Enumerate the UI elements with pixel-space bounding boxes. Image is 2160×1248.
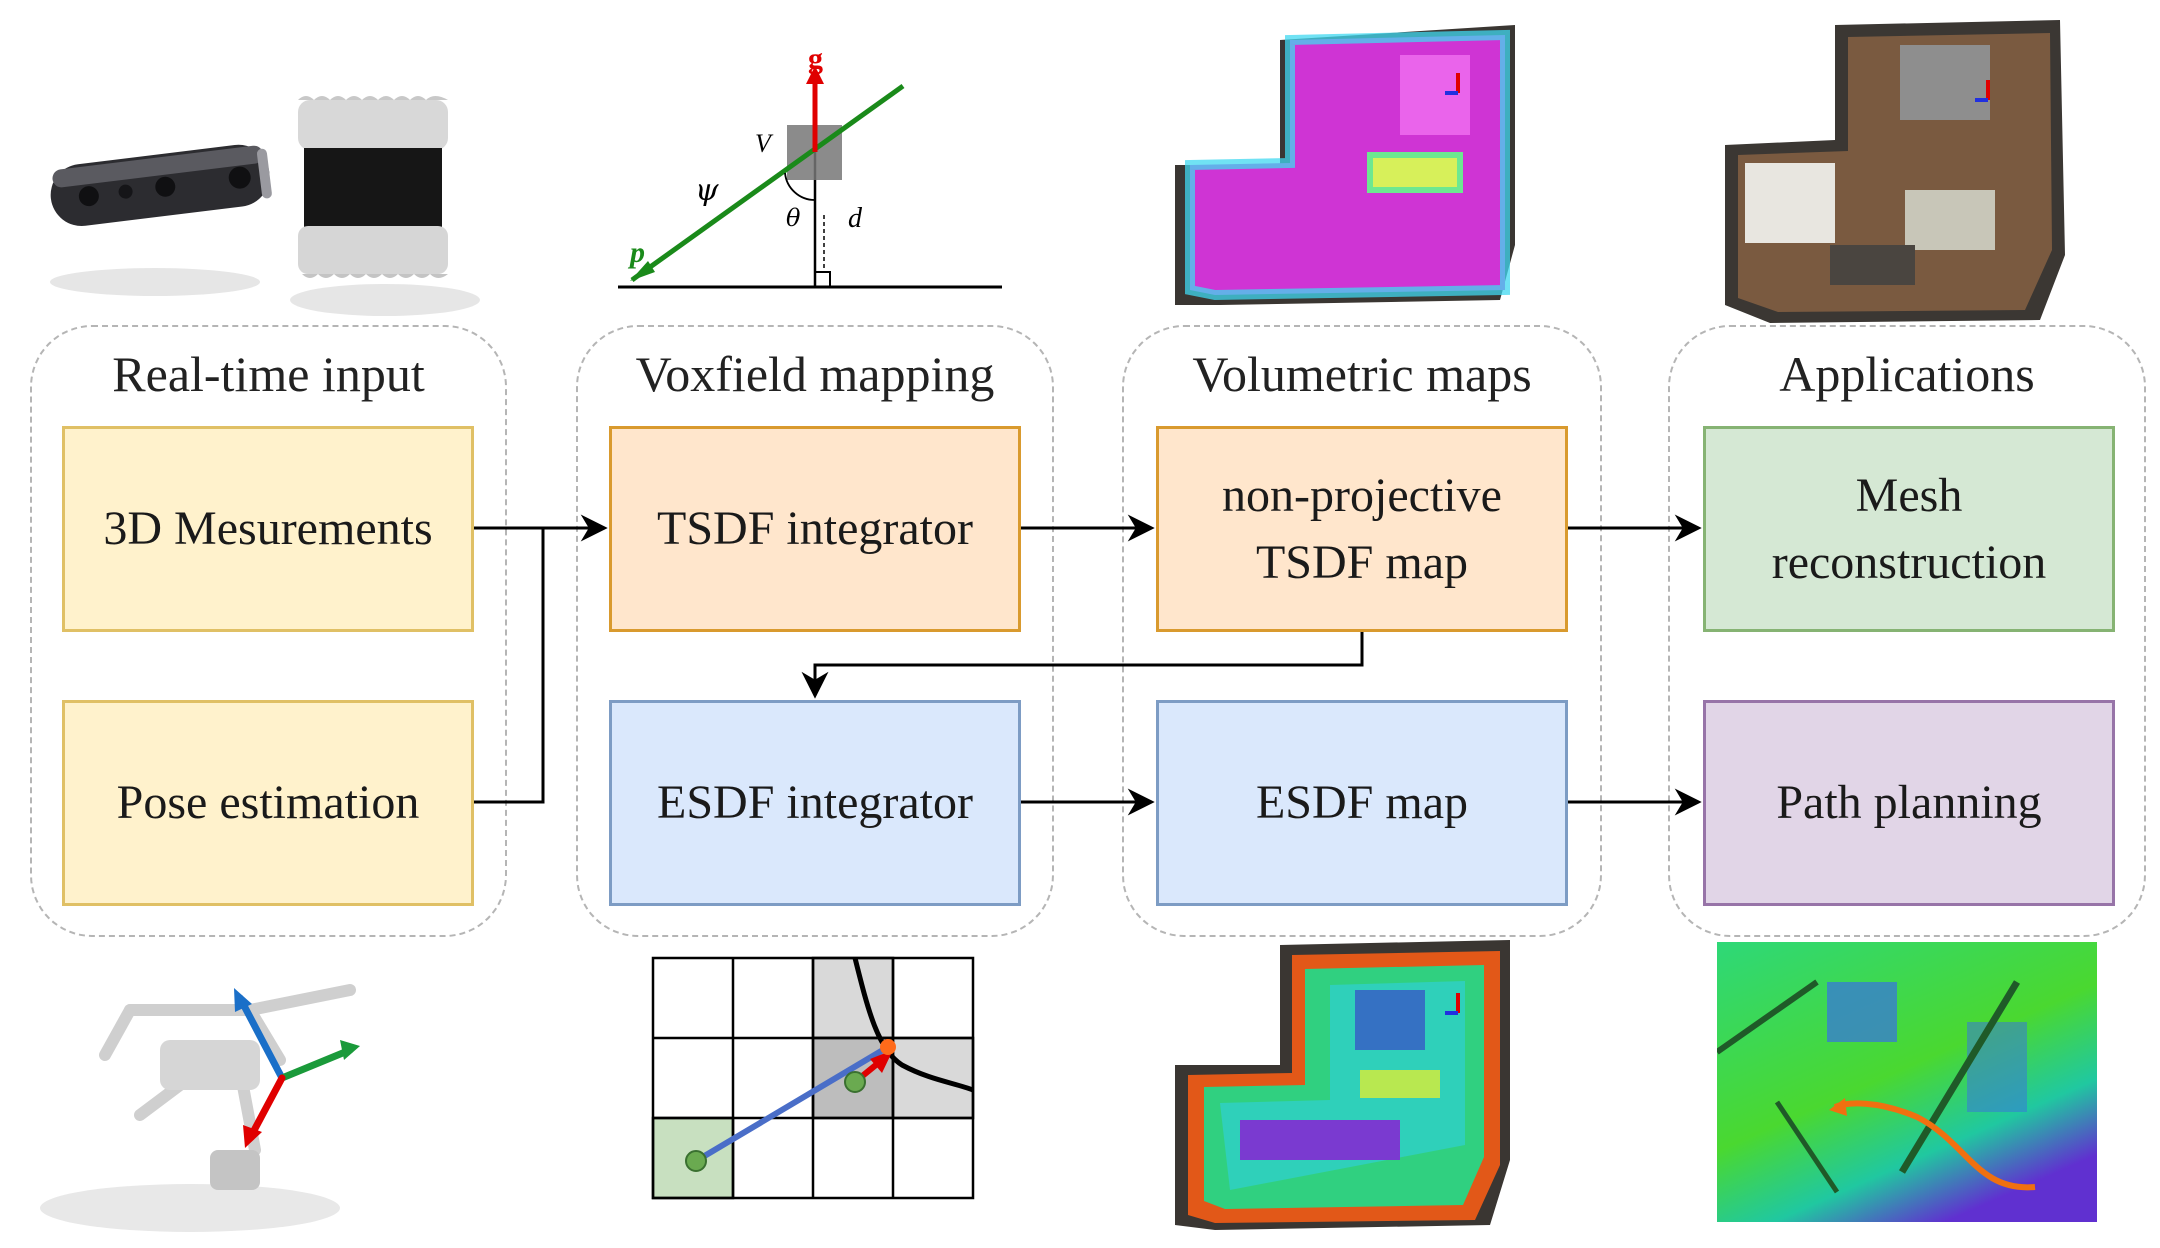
box-mesh-reconstruction: Mesh reconstruction <box>1703 426 2115 632</box>
gravity-arrowhead <box>806 66 824 84</box>
label-voxel: V <box>755 129 774 158</box>
label-tsdf-map-line2: TSDF map <box>1255 536 1468 589</box>
box-esdf-integrator: ESDF integrator <box>609 700 1021 906</box>
path-volume <box>1717 942 2097 1222</box>
path-planning-render <box>1717 942 2097 1222</box>
label-esdf-map: ESDF map <box>1255 776 1468 830</box>
group-title-input: Real-time input <box>112 346 425 402</box>
surface-point <box>880 1039 896 1055</box>
mid-voxel <box>844 1071 866 1093</box>
esdf-axes-icon <box>1445 993 1460 1015</box>
projection-diagram: g V ψ θ d p <box>618 42 1002 289</box>
group-title-mapping: Voxfield mapping <box>635 346 995 402</box>
mesh-render <box>1725 20 2065 323</box>
esdf-grid-diagram <box>651 956 975 1200</box>
arrow-pose-to-tsdf <box>474 528 545 804</box>
tsdf-inner-block <box>1367 152 1463 193</box>
tsdf-axes-icon <box>1445 73 1460 95</box>
mesh-rug <box>1905 190 1995 250</box>
box-path-planning: Path planning <box>1703 700 2115 906</box>
label-gravity: g <box>808 42 823 75</box>
sensor-illustration <box>50 96 480 316</box>
label-pose-estimation: Pose estimation <box>116 776 420 830</box>
label-mesh-line2: reconstruction <box>1771 536 2047 589</box>
esdf-map-render <box>1175 940 1510 1230</box>
group-real-time-input <box>30 325 507 937</box>
label-esdf-integrator: ESDF integrator <box>657 776 973 830</box>
group-voxfield-mapping <box>576 325 1054 937</box>
label-mesh-line1: Mesh <box>1855 468 1963 522</box>
surface-curve <box>852 957 974 1093</box>
box-3d-measurements: 3D Mesurements <box>62 426 474 632</box>
label-psi: ψ <box>695 173 719 208</box>
mesh-sofa <box>1830 245 1915 285</box>
planned-path <box>1833 1100 2036 1191</box>
esdf-corridor <box>1240 1120 1400 1160</box>
group-applications <box>1668 325 2146 937</box>
lidar-icon <box>298 96 448 278</box>
group-title-apps: Applications <box>1779 346 2035 402</box>
mesh-kitchen <box>1745 163 1835 243</box>
path-wall-c <box>1774 1100 1840 1194</box>
label-p: p <box>627 236 645 269</box>
tsdf-map-render <box>1175 25 1515 305</box>
group-volumetric-maps <box>1122 325 1602 937</box>
right-angle-mark <box>814 271 831 288</box>
depth-camera-icon <box>50 144 272 227</box>
mesh-bed <box>1900 45 1990 120</box>
label-tsdf-map-line1: non-projective <box>1222 468 1502 522</box>
grid-cell-shaded-a <box>811 956 895 1040</box>
group-title-maps: Volumetric maps <box>1192 346 1532 402</box>
arrow-tsdf-map-to-esdf-integrator <box>801 632 1364 699</box>
label-tsdf-integrator: TSDF integrator <box>657 502 973 556</box>
label-path-planning: Path planning <box>1776 776 2042 830</box>
path-wall-a <box>1717 979 1819 1055</box>
box-pose-estimation: Pose estimation <box>62 700 474 906</box>
label-theta: θ <box>786 204 801 232</box>
label-3d-measurements: 3D Mesurements <box>103 502 433 556</box>
box-esdf-map: ESDF map <box>1156 700 1568 906</box>
drone-shadow <box>40 1184 340 1232</box>
lidar-shadow <box>290 284 480 316</box>
box-tsdf-integrator: TSDF integrator <box>609 426 1021 632</box>
ray-arrowhead <box>630 261 655 281</box>
camera-shadow <box>50 268 260 296</box>
mesh-axes-icon <box>1975 80 1990 102</box>
drone-axes-icon <box>236 994 354 1142</box>
label-d: d <box>848 203 863 234</box>
start-voxel <box>685 1150 707 1172</box>
angle-arc <box>784 172 816 201</box>
propagation-line <box>694 1044 890 1164</box>
ray-line <box>630 83 905 283</box>
path-wall-b <box>1899 980 2020 1174</box>
drone-illustration <box>40 984 360 1232</box>
